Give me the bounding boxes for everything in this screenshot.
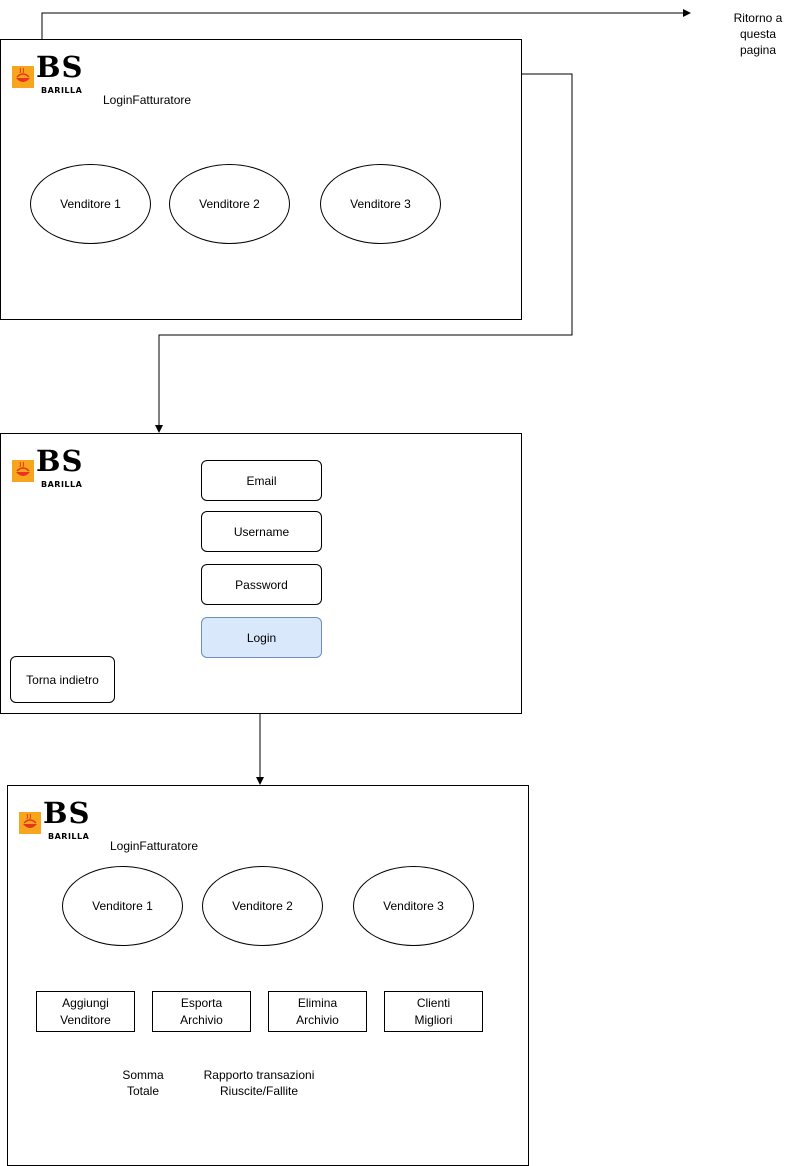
logo-brand: BARILLA: [41, 86, 83, 95]
barilla-logo: BS BARILLA: [19, 799, 89, 846]
seller-1[interactable]: Venditore 1: [62, 866, 183, 946]
pasta-bowl-icon: [12, 460, 34, 482]
login-button[interactable]: Login: [201, 617, 322, 658]
back-button[interactable]: Torna indietro: [10, 656, 115, 703]
seller-3[interactable]: Venditore 3: [353, 866, 474, 946]
email-field[interactable]: Email: [201, 460, 322, 501]
logo-letters: BS: [36, 50, 84, 84]
username-field[interactable]: Username: [201, 511, 322, 552]
add-seller-button[interactable]: Aggiungi Venditore: [36, 991, 135, 1032]
best-clients-button[interactable]: Clienti Migliori: [384, 991, 483, 1032]
seller-2[interactable]: Venditore 2: [169, 164, 290, 244]
password-field[interactable]: Password: [201, 564, 322, 605]
page-title: LoginFatturatore: [110, 839, 199, 853]
return-arrow: [41, 9, 691, 47]
seller-3[interactable]: Venditore 3: [320, 164, 441, 244]
total-sum-label: Somma Totale: [122, 1068, 164, 1099]
pasta-bowl-icon: [19, 812, 41, 834]
logo-brand: BARILLA: [41, 480, 83, 489]
logo-letters: BS: [43, 796, 91, 830]
delete-archive-button[interactable]: Elimina Archivio: [268, 991, 367, 1032]
barilla-logo: BS BARILLA: [12, 447, 82, 494]
pasta-bowl-icon: [12, 66, 34, 88]
transactions-report-label: Rapporto transazioni Riuscite/Fallite: [203, 1068, 315, 1099]
logo-brand: BARILLA: [48, 832, 90, 841]
seller-2[interactable]: Venditore 2: [202, 866, 323, 946]
seller-1[interactable]: Venditore 1: [30, 164, 151, 244]
screen-dashboard: [7, 785, 529, 1166]
barilla-logo: BS BARILLA: [12, 53, 82, 100]
page-title: LoginFatturatore: [103, 93, 192, 107]
export-archive-button[interactable]: Esporta Archivio: [152, 991, 251, 1032]
logo-letters: BS: [36, 444, 84, 478]
return-note: Ritorno a questa pagina: [733, 11, 783, 58]
